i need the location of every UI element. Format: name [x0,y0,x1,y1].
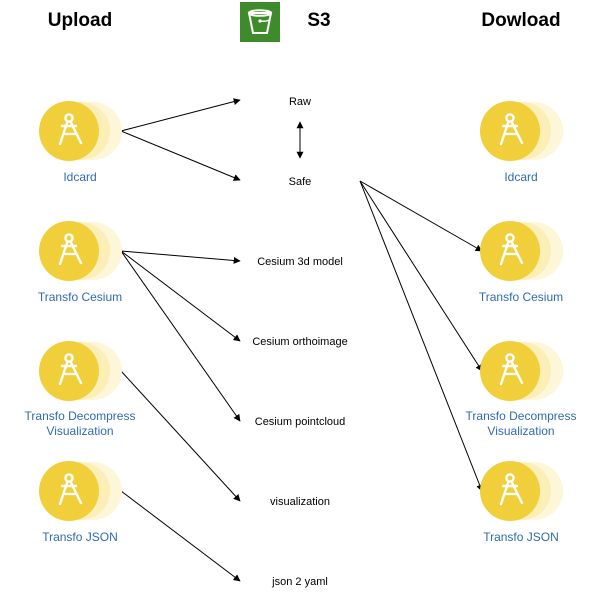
download-node-idcard[interactable] [480,101,563,161]
upload-label-idcard: Idcard [63,170,96,184]
arrow-cesium-to-3d-model [120,250,241,264]
s3-bucket-icon [240,2,280,42]
download-label-transfo-cesium: Transfo Cesium [479,290,563,304]
download-label-transfo-json: Transfo JSON [483,530,559,544]
arrow-json-to-yaml [120,490,241,582]
download-label-transfo-decompress-line1: Transfo Decompress [466,409,577,423]
download-connectors [359,180,483,492]
s3-target-cesium-3d-model: Cesium 3d model [257,256,343,268]
arrow-idcard-to-raw [120,98,241,132]
arrow-cesium-to-orthoimage [120,250,241,342]
s3-column-title: S3 [307,10,330,31]
upload-label-transfo-decompress-line1: Transfo Decompress [25,409,136,423]
download-node-transfo-decompress[interactable] [480,341,563,401]
upload-label-transfo-json: Transfo JSON [42,530,118,544]
arrow-cesium-to-pointcloud [120,250,241,422]
upload-node-idcard[interactable] [39,101,122,161]
download-node-transfo-json[interactable] [480,461,563,521]
arrow-decompress-to-visualization [120,370,241,502]
s3-target-safe: Safe [289,176,312,188]
upload-label-transfo-cesium: Transfo Cesium [38,290,122,304]
upload-label-transfo-decompress-line2: Visualization [46,424,113,438]
upload-node-transfo-decompress[interactable] [39,341,122,401]
upload-connectors [120,98,304,582]
arrow-safe-to-transfo-cesium [359,180,483,252]
arrow-safe-to-transfo-json [359,180,483,492]
s3-target-json-2-yaml: json 2 yaml [271,576,328,588]
arrow-idcard-to-safe [120,130,241,181]
arrow-safe-to-transfo-decompress [359,180,483,372]
s3-target-raw: Raw [289,96,311,108]
download-label-idcard: Idcard [504,170,537,184]
download-column-title: Dowload [481,10,560,31]
upload-node-transfo-json[interactable] [39,461,122,521]
download-node-transfo-cesium[interactable] [480,221,563,281]
upload-column-title: Upload [48,10,112,31]
s3-target-visualization: visualization [270,496,330,508]
upload-node-transfo-cesium[interactable] [39,221,122,281]
download-label-transfo-decompress-line2: Visualization [487,424,554,438]
s3-target-cesium-orthoimage: Cesium orthoimage [252,336,347,348]
s3-target-cesium-pointcloud: Cesium pointcloud [255,416,346,428]
